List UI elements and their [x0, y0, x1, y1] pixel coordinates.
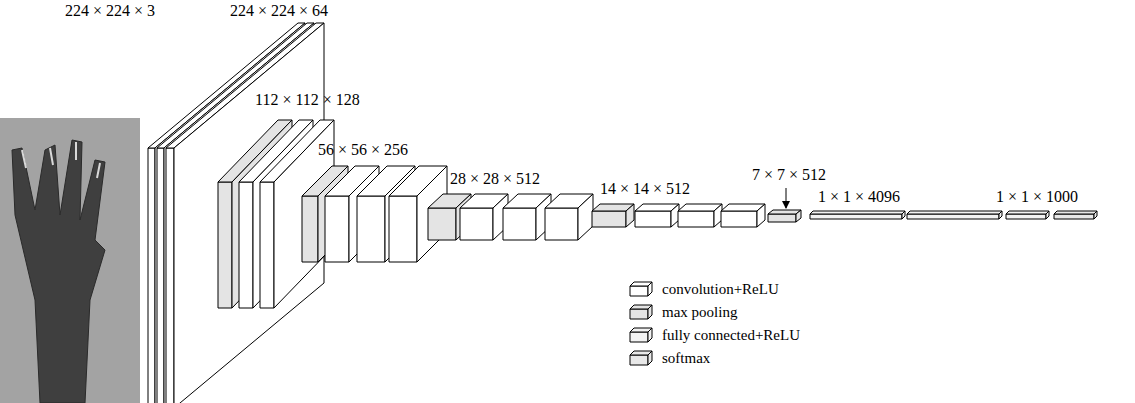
dimension-label: 56 × 56 × 256 [318, 141, 408, 159]
softmax-block [1054, 211, 1097, 219]
dimension-label: 1 × 1 × 1000 [996, 188, 1078, 206]
dimension-label: 1 × 1 × 4096 [818, 188, 900, 206]
legend-text: fully connected+ReLU [662, 326, 800, 344]
legend-text: max pooling [662, 303, 737, 321]
dimension-label: 224 × 224 × 64 [230, 2, 328, 20]
conv-block [302, 166, 447, 262]
legend-swatch [630, 282, 652, 365]
fc-block [810, 211, 1049, 219]
conv-block [592, 204, 765, 227]
pool-block [768, 210, 801, 222]
dimension-label: 112 × 112 × 128 [255, 91, 360, 109]
legend-text: convolution+ReLU [662, 280, 779, 298]
dimension-label: 14 × 14 × 512 [600, 180, 690, 198]
conv-block [218, 120, 334, 308]
input-photo [0, 118, 140, 403]
legend-text: softmax [662, 349, 710, 367]
dimension-label: 7 × 7 × 512 [752, 166, 826, 184]
dimension-label: 224 × 224 × 3 [65, 2, 155, 20]
conv-block [428, 194, 593, 240]
dimension-label: 28 × 28 × 512 [450, 170, 540, 188]
leader-arrow [786, 188, 787, 208]
